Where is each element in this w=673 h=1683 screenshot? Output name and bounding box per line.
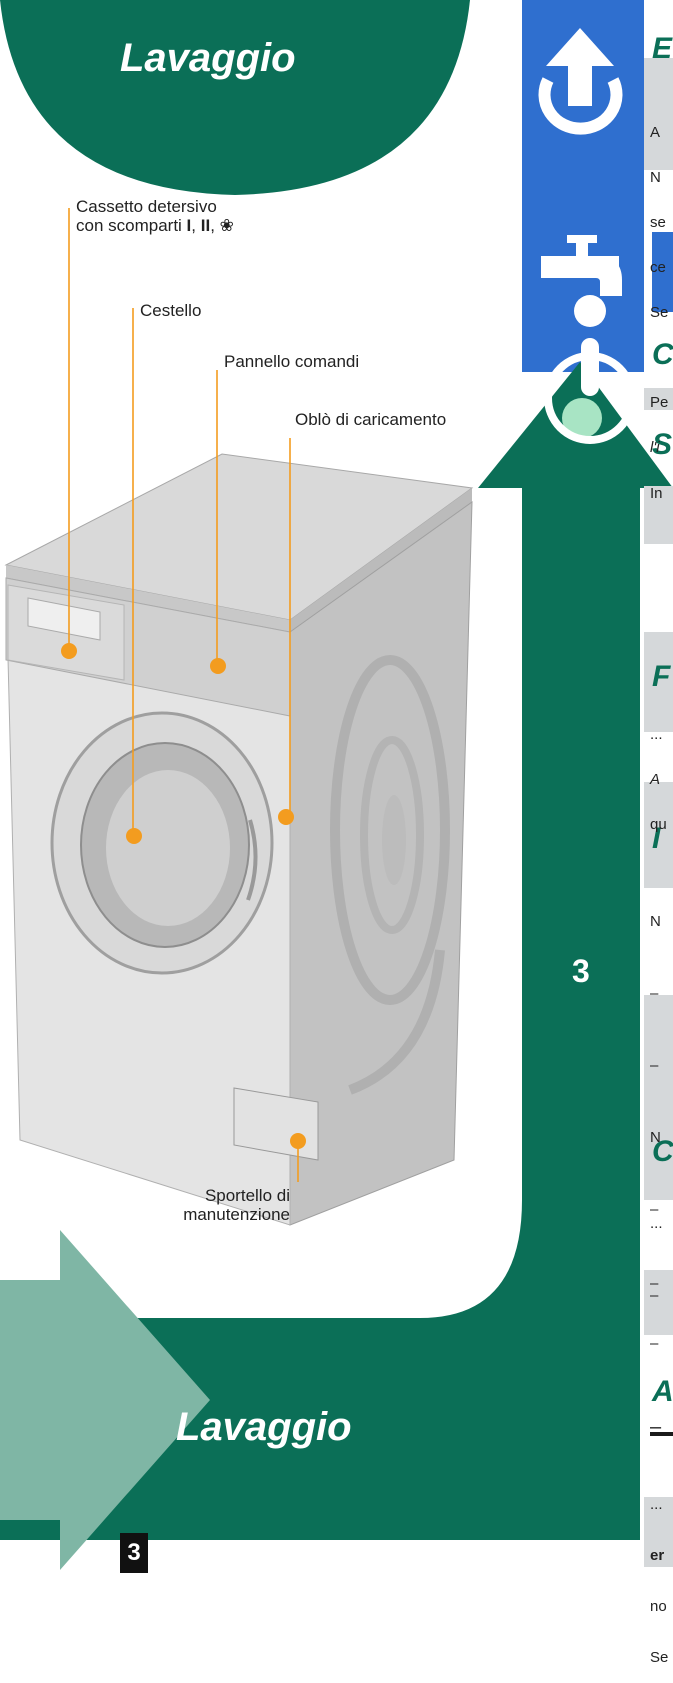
block8: ... er no Se <box>650 1462 668 1683</box>
block4-line: A <box>650 772 667 787</box>
compartment-2: II <box>201 216 210 235</box>
block5-line: N <box>650 910 661 934</box>
block2-line: Pe <box>650 395 668 410</box>
block7: – <box>650 1420 661 1435</box>
service-flap-line2: manutenzione <box>145 1205 290 1224</box>
block1-line: Se <box>650 305 668 320</box>
loading-door-label: Oblò di caricamento <box>295 410 446 429</box>
block2-line: l'i <box>650 440 668 455</box>
block8-line: ... <box>650 1496 668 1513</box>
heading-e: E <box>652 32 672 66</box>
block6: ... – – <box>650 1174 663 1374</box>
block6-line: – <box>650 1334 663 1354</box>
page-title-top: Lavaggio <box>120 36 296 81</box>
service-flap-label: Sportello di manutenzione <box>145 1186 290 1224</box>
block6-line: – <box>650 1274 663 1294</box>
page-number: 3 <box>120 1533 148 1573</box>
block4: ... A qu <box>650 697 667 847</box>
block5-line: – <box>650 982 661 1006</box>
block6-line: ... <box>650 1214 663 1234</box>
info-icon-bar <box>581 338 599 396</box>
page-title-bottom: Lavaggio <box>176 1405 352 1450</box>
service-flap-line1: Sportello di <box>145 1186 290 1205</box>
block3: In <box>650 456 663 516</box>
control-panel-label: Pannello comandi <box>224 352 359 371</box>
block8-line: no <box>650 1598 668 1615</box>
block1-line: A <box>650 125 668 140</box>
top-title-shape <box>0 0 470 195</box>
block1-line: ce <box>650 260 668 275</box>
compartment-1: I <box>187 216 192 235</box>
heading-a: A <box>652 1375 673 1409</box>
detergent-drawer-label: Cassetto detersivo con scomparti I, II, … <box>76 197 234 235</box>
block3-line: In <box>650 486 663 501</box>
block4-line: qu <box>650 817 667 832</box>
page-graphics <box>0 0 673 1590</box>
block4-line: ... <box>650 727 667 742</box>
compartments-prefix: con scomparti <box>76 216 187 235</box>
block1-line: se <box>650 215 668 230</box>
detergent-drawer-line2: con scomparti I, II, ❀ <box>76 216 234 235</box>
washing-machine-illustration <box>6 454 472 1225</box>
block8-line: er <box>650 1547 668 1564</box>
chapter-number: 3 <box>572 953 590 990</box>
block8-line: Se <box>650 1649 668 1666</box>
block2: Pe l'i <box>650 365 668 470</box>
block5-line: N <box>650 1126 661 1150</box>
block5-line: – <box>650 1054 661 1078</box>
block1: A N se ce Se <box>650 95 668 335</box>
softener-icon: ❀ <box>220 216 234 235</box>
detergent-drawer-line1: Cassetto detersivo <box>76 197 234 216</box>
block1-line: N <box>650 170 668 185</box>
drum-label: Cestello <box>140 301 201 320</box>
heading-f: F <box>652 660 670 694</box>
